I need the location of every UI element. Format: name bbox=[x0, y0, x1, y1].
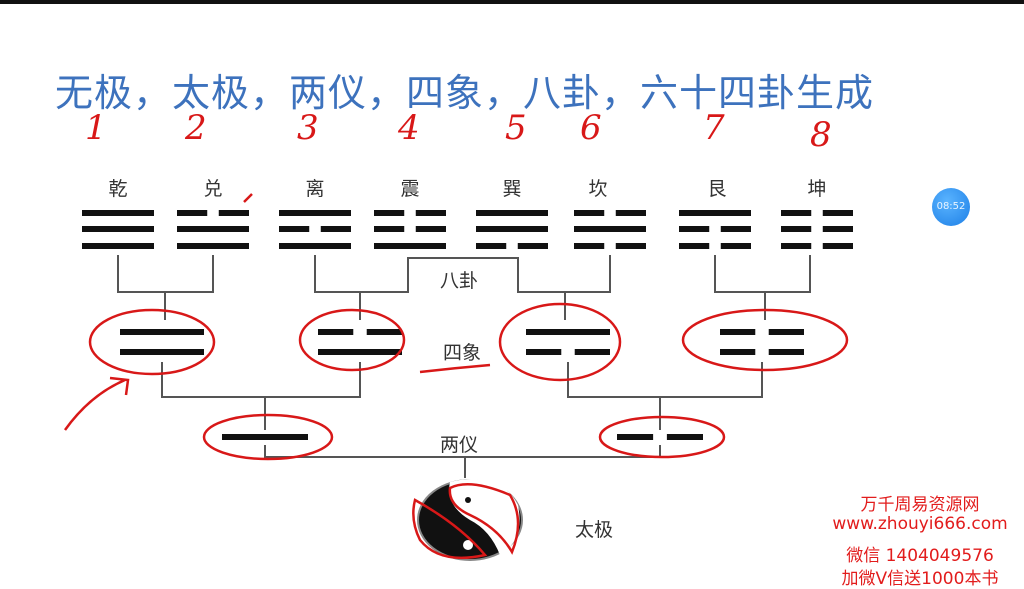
yang-line bbox=[574, 226, 646, 232]
yin-line bbox=[415, 226, 446, 232]
handwritten-number: 6 bbox=[580, 108, 602, 148]
handwritten-number: 8 bbox=[810, 115, 832, 155]
liangyi-label: 两仪 bbox=[440, 434, 479, 456]
yang-line bbox=[120, 329, 204, 335]
handwritten-number: 3 bbox=[297, 108, 319, 148]
red-annotations bbox=[63, 193, 849, 560]
yang-line bbox=[279, 210, 351, 216]
yang-line bbox=[318, 349, 402, 355]
yang-line bbox=[476, 210, 548, 216]
handwritten-number: 7 bbox=[703, 108, 725, 148]
yang-line bbox=[82, 210, 154, 216]
yin-line bbox=[720, 349, 756, 355]
yin-line bbox=[781, 243, 812, 249]
yin-line bbox=[666, 434, 703, 440]
yin-line bbox=[574, 210, 605, 216]
trigram-label: 艮 bbox=[707, 178, 727, 200]
slide-title: 无极，太极，两仪，四象，八卦，六十四卦生成 bbox=[55, 71, 875, 115]
yin-line bbox=[768, 349, 804, 355]
yin-line bbox=[768, 329, 804, 335]
watermark-line: 万千周易资源网 bbox=[860, 495, 980, 515]
yin-line bbox=[374, 226, 405, 232]
yang-line bbox=[177, 243, 249, 249]
trigram-label: 离 bbox=[305, 178, 325, 200]
yang-line bbox=[526, 329, 610, 335]
yin-line bbox=[476, 243, 507, 249]
yang-line bbox=[476, 226, 548, 232]
yin-line bbox=[822, 226, 853, 232]
yin-line bbox=[517, 243, 548, 249]
trigram-label: 乾 bbox=[108, 178, 128, 200]
yin-line bbox=[415, 210, 446, 216]
yin-line bbox=[526, 349, 562, 355]
yang-line bbox=[222, 434, 308, 440]
watermark-line: www.zhouyi666.com bbox=[832, 514, 1008, 534]
handwritten-number: 4 bbox=[398, 108, 420, 148]
sixiang-label: 四象 bbox=[443, 342, 482, 364]
yang-line bbox=[82, 226, 154, 232]
yin-line bbox=[679, 243, 710, 249]
yin-line bbox=[822, 210, 853, 216]
yin-line bbox=[279, 226, 310, 232]
yin-line bbox=[822, 243, 853, 249]
taiji-symbol bbox=[417, 478, 523, 561]
clock-badge[interactable]: 08:52 bbox=[932, 188, 970, 226]
handwritten-number: 2 bbox=[185, 108, 207, 148]
yin-line bbox=[615, 243, 646, 249]
yin-line bbox=[574, 243, 605, 249]
watermark-line: 加微V信送1000本书 bbox=[841, 569, 999, 589]
yang-line bbox=[279, 243, 351, 249]
yang-line bbox=[374, 243, 446, 249]
yin-line bbox=[720, 243, 751, 249]
yin-line bbox=[615, 210, 646, 216]
yin-line bbox=[366, 329, 402, 335]
yin-line bbox=[574, 349, 610, 355]
yang-line bbox=[120, 349, 204, 355]
yin-line bbox=[617, 434, 654, 440]
yin-line bbox=[679, 226, 710, 232]
trigram-label: 兑 bbox=[203, 178, 223, 200]
handwritten-number: 1 bbox=[85, 108, 107, 148]
trigram-label: 震 bbox=[400, 178, 420, 200]
trigram-label: 巽 bbox=[502, 178, 522, 200]
yin-line bbox=[720, 226, 751, 232]
yin-line bbox=[320, 226, 351, 232]
yang-line bbox=[679, 210, 751, 216]
yin-line bbox=[720, 329, 756, 335]
handwritten-number: 5 bbox=[505, 108, 527, 148]
yin-line bbox=[177, 210, 208, 216]
yang-line bbox=[82, 243, 154, 249]
taiji-label: 太极 bbox=[575, 519, 614, 541]
yin-line bbox=[218, 210, 249, 216]
watermark-line: 微信 1404049576 bbox=[846, 546, 994, 566]
yin-line bbox=[374, 210, 405, 216]
yin-line bbox=[781, 210, 812, 216]
yang-line bbox=[177, 226, 249, 232]
trigram-label: 坤 bbox=[807, 178, 827, 200]
bagua-label: 八卦 bbox=[440, 270, 479, 292]
trigram-label: 坎 bbox=[588, 178, 608, 200]
yin-line bbox=[318, 329, 354, 335]
yin-line bbox=[781, 226, 812, 232]
top-bar bbox=[0, 0, 1024, 4]
